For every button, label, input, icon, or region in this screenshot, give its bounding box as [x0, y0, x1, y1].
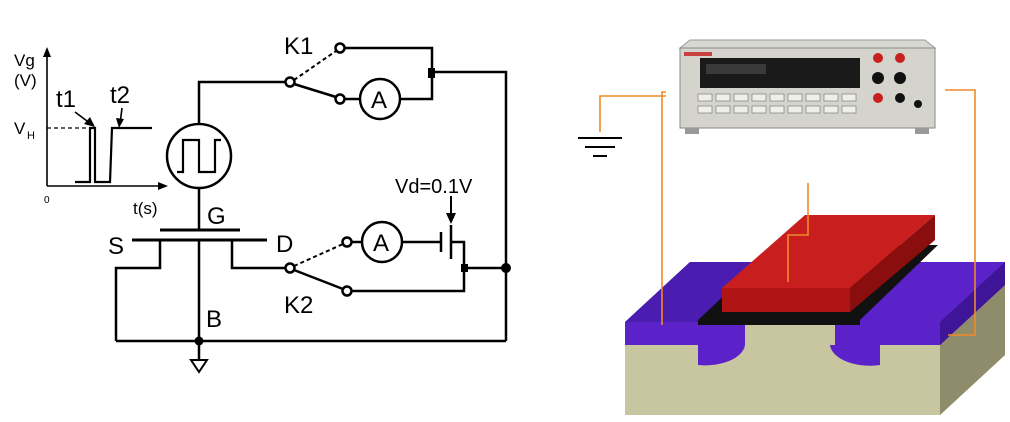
source-probe-wire: [661, 91, 666, 325]
body-label: B: [206, 306, 222, 333]
device-illustration: [578, 39, 1005, 415]
k2-solid-switch: [293, 268, 344, 291]
vd-arrow-head-icon: [446, 213, 456, 224]
source-meter-instrument: [678, 39, 937, 134]
k2-common-terminal: [284, 262, 296, 274]
drain-wire: [230, 240, 287, 270]
switch-k2-label: K2: [284, 292, 313, 319]
source-diffusion: [698, 345, 745, 366]
gate-label: G: [207, 203, 226, 230]
substrate-side-face: [940, 285, 1005, 415]
drain-side-face: [940, 262, 1005, 345]
k1-common-terminal: [284, 76, 296, 88]
y-axis-arrow-icon: [43, 47, 51, 57]
waveform-origin-label: 0: [44, 195, 50, 206]
k1-solid-switch: [293, 82, 337, 99]
instrument-logo: [684, 52, 712, 56]
ground-wire: [599, 95, 666, 132]
k1-upper-terminal: [334, 42, 346, 54]
t1-label: t1: [56, 86, 76, 113]
gate-to-k1-wire: [197, 80, 287, 124]
gate-side: [850, 215, 935, 312]
instrument-display-readout: [706, 64, 766, 74]
instrument-foot-left: [685, 128, 699, 134]
gate-front: [722, 288, 850, 312]
battery-right-wire: [451, 240, 466, 268]
x-axis-arrow-icon: [158, 182, 168, 190]
t1-arrow-head-icon: [84, 117, 95, 127]
k1-dashed-switch: [293, 50, 337, 81]
k1-lower-terminal: [334, 93, 346, 105]
ammeter-top-label: A: [371, 87, 387, 114]
ammeter-top-wire: [400, 74, 434, 101]
drain-diffusion: [830, 345, 880, 366]
pulse-trace: [75, 126, 152, 184]
t2-label: t2: [110, 82, 130, 109]
ammeter-bottom-label: A: [373, 230, 389, 257]
gate-top: [722, 215, 935, 288]
vh-subscript-label: H: [27, 130, 35, 142]
waveform-y-axis-label: Vg: [14, 51, 35, 70]
vh-label: V: [14, 119, 26, 138]
k2-lower-terminal: [341, 285, 353, 297]
instrument-terminals: [872, 53, 922, 108]
drain-probe-wire: [945, 89, 976, 336]
source-region-top: [625, 262, 760, 322]
ground-icon-device: [578, 137, 622, 157]
substrate-front-face: [625, 345, 940, 415]
drain-label: D: [276, 231, 293, 258]
k2-upper-terminal: [341, 236, 353, 248]
channel-front: [745, 322, 835, 345]
k1-upper-wire: [344, 46, 434, 72]
source-label: S: [108, 233, 124, 260]
right-return-wire: [432, 70, 508, 341]
drain-bias-label: Vd=0.1V: [395, 176, 473, 198]
instrument-foot-right: [915, 128, 929, 134]
waveform-y-unit-label: (V): [14, 71, 37, 90]
instrument-top: [678, 39, 937, 49]
instrument-keypad: [697, 93, 857, 114]
gate-oxide-front: [698, 320, 860, 325]
source-wire: [114, 240, 162, 341]
gate-probe-wire: [787, 183, 809, 282]
t2-arrow-head-icon: [116, 118, 124, 128]
circuit-labels: Vg (V) t1 t2 V H 0 t(s) K1 A A G S D B K…: [14, 33, 473, 333]
k1-junction-node: [428, 68, 435, 78]
circuit-schematic: [43, 42, 511, 374]
pulse-generator-wave: [177, 138, 221, 174]
k2-lower-wire: [351, 272, 466, 293]
probe-wires: [599, 89, 976, 336]
gate-pulse-waveform: [43, 47, 168, 190]
waveform-x-axis-label: t(s): [133, 199, 158, 218]
k2-dashed-switch: [293, 243, 344, 267]
ground-icon: [189, 359, 209, 374]
switch-k1-label: K1: [284, 33, 313, 60]
